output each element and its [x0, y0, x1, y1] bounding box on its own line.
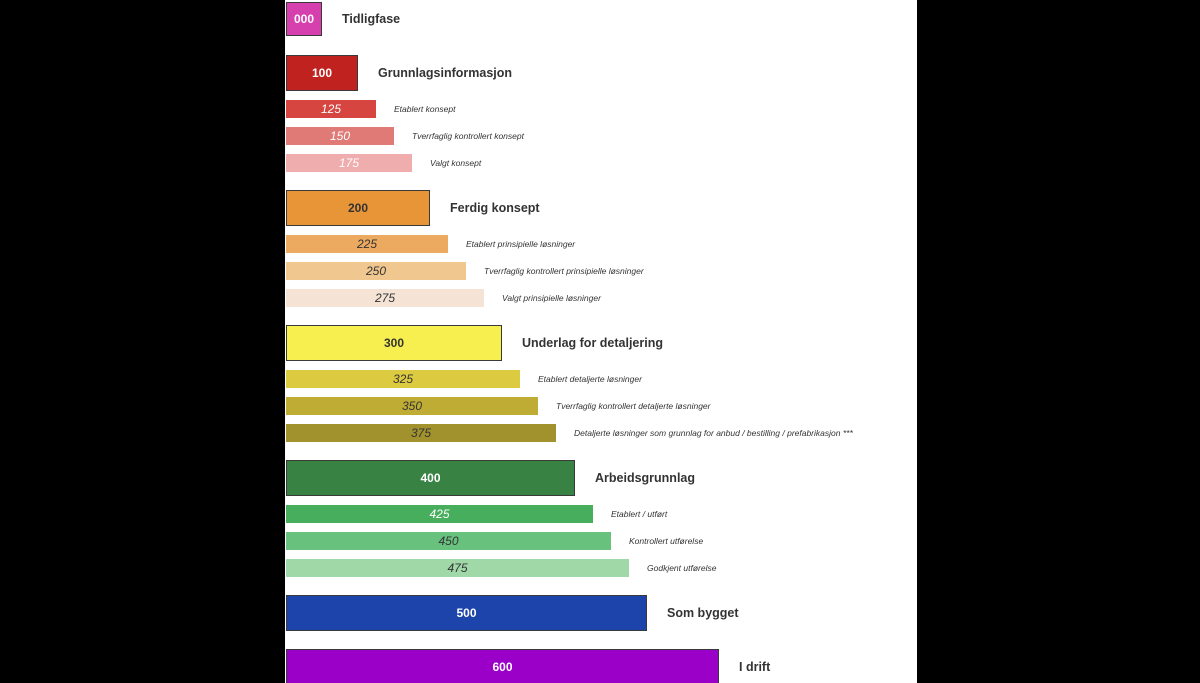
- phase-label-375: Detaljerte løsninger som grunnlag for an…: [574, 428, 853, 438]
- phase-row-150: 150 Tverrfaglig kontrollert konsept: [286, 127, 524, 145]
- phase-row-500: 500 Som bygget: [286, 595, 739, 631]
- phase-row-125: 125 Etablert konsept: [286, 100, 455, 118]
- phase-label-100: Grunnlagsinformasjon: [378, 66, 513, 80]
- phase-label-600: I drift: [739, 660, 771, 674]
- phase-row-100: 100 Grunnlagsinformasjon: [286, 55, 512, 91]
- phase-label-500: Som bygget: [667, 606, 739, 620]
- phase-row-250: 250 Tverrfaglig kontrollert prinsipielle …: [286, 262, 644, 280]
- phase-bar-250: 250: [286, 262, 466, 280]
- phase-row-375: 375 Detaljerte løsninger som grunnlag for…: [286, 424, 853, 442]
- phase-label-300: Underlag for detaljering: [522, 336, 663, 350]
- phase-bar-175: 175: [286, 154, 412, 172]
- phase-row-350: 350 Tverrfaglig kontrollert detaljerte lø…: [286, 397, 710, 415]
- phase-bar-425: 425: [286, 505, 593, 523]
- phase-row-325: 325 Etablert detaljerte løsninger: [286, 370, 642, 388]
- phase-label-450: Kontrollert utførelse: [629, 536, 704, 546]
- phase-label-400: Arbeidsgrunnlag: [595, 471, 696, 485]
- phase-label-150: Tverrfaglig kontrollert konsept: [412, 131, 524, 141]
- phase-row-000: 000 Tidligfase: [286, 2, 400, 36]
- phase-label-250: Tverrfaglig kontrollert prinsipielle løs…: [484, 266, 644, 276]
- phase-label-175: Valgt konsept: [430, 158, 482, 168]
- phase-label-350: Tverrfaglig kontrollert detaljerte løsni…: [556, 401, 711, 411]
- phase-bar-275: 275: [286, 289, 484, 307]
- phase-label-475: Godkjent utførelse: [647, 563, 717, 573]
- phase-bar-450: 450: [286, 532, 611, 550]
- phase-bar-500: 500: [286, 595, 647, 631]
- phase-row-175: 175 Valgt konsept: [286, 154, 481, 172]
- phase-bar-300: 300: [286, 325, 502, 361]
- phase-row-600: 600 I drift: [286, 649, 770, 683]
- phase-bar-150: 150: [286, 127, 394, 145]
- phase-label-200: Ferdig konsept: [450, 201, 540, 215]
- phase-bar-225: 225: [286, 235, 448, 253]
- phase-row-425: 425 Etablert / utført: [286, 505, 667, 523]
- phase-bar-200: 200: [286, 190, 430, 226]
- phase-bar-125: 125: [286, 100, 376, 118]
- phase-row-200: 200 Ferdig konsept: [286, 190, 540, 226]
- phase-bar-600: 600: [286, 649, 719, 683]
- phase-row-225: 225 Etablert prinsipielle løsninger: [286, 235, 575, 253]
- phase-bar-000: 000: [286, 2, 322, 36]
- phase-label-325: Etablert detaljerte løsninger: [538, 374, 642, 384]
- phase-label-225: Etablert prinsipielle løsninger: [466, 239, 576, 249]
- phase-bar-100: 100: [286, 55, 358, 91]
- phase-bar-475: 475: [286, 559, 629, 577]
- phase-row-450: 450 Kontrollert utførelse: [286, 532, 703, 550]
- phase-row-300: 300 Underlag for detaljering: [286, 325, 663, 361]
- phase-label-425: Etablert / utført: [611, 509, 668, 519]
- phase-bar-400: 400: [286, 460, 575, 496]
- phase-bar-350: 350: [286, 397, 538, 415]
- phase-row-400: 400 Arbeidsgrunnlag: [286, 460, 695, 496]
- phase-label-275: Valgt prinsipielle løsninger: [502, 293, 601, 303]
- phase-bar-325: 325: [286, 370, 520, 388]
- phase-row-275: 275 Valgt prinsipielle løsninger: [286, 289, 601, 307]
- phase-label-125: Etablert konsept: [394, 104, 456, 114]
- phase-label-000: Tidligfase: [342, 12, 401, 26]
- phase-row-475: 475 Godkjent utførelse: [286, 559, 716, 577]
- phase-bar-375: 375: [286, 424, 556, 442]
